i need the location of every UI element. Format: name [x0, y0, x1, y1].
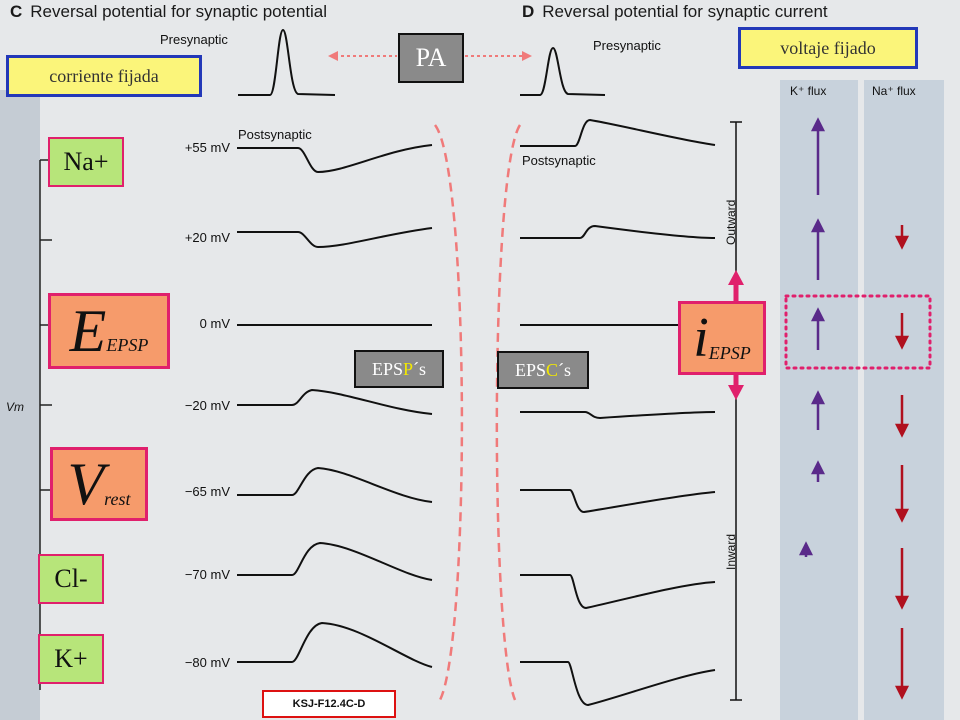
e-epsp-main: E	[69, 298, 107, 364]
pa-box: PA	[398, 33, 464, 83]
presynaptic-label-d: Presynaptic	[593, 38, 661, 53]
na-ion-box: Na+	[48, 137, 124, 187]
voltage-label-minus70: −70 mV	[184, 567, 230, 582]
zero-mv-highlight-box	[784, 294, 932, 370]
left-margin-strip	[0, 90, 40, 720]
corriente-fijada-box: corriente fijada	[6, 55, 202, 97]
voltaje-fijado-box: voltaje fijado	[738, 27, 918, 69]
k-flux-arrows	[798, 117, 826, 557]
presynaptic-spike-d	[520, 46, 606, 96]
epsps-text-b: P	[403, 358, 414, 379]
voltage-label-plus20: +20 mV	[184, 230, 230, 245]
voltage-label-minus65: −65 mV	[184, 484, 230, 499]
right-dashed-paren	[495, 124, 522, 701]
na-flux-panel	[864, 80, 944, 720]
citation-label: KSJ-F12.4C-D	[262, 690, 396, 718]
voltage-label-minus80: −80 mV	[184, 655, 230, 670]
e-epsp-sub: EPSP	[106, 335, 149, 355]
v-rest-main: V	[67, 451, 105, 517]
panel-d-title: D Reversal potential for synaptic current	[522, 2, 828, 22]
presynaptic-label-c: Presynaptic	[160, 32, 228, 47]
epscs-text-a: EPS	[514, 359, 546, 380]
panel-c-letter: C	[10, 2, 23, 21]
epsps-text-a: EPS	[371, 358, 403, 379]
pa-double-arrow	[328, 51, 532, 61]
na-flux-header: Na⁺ flux	[872, 84, 916, 98]
epscs-text-b: C	[546, 359, 559, 380]
panel-d-title-text: Reversal potential for synaptic current	[542, 2, 828, 21]
i-epsp-sub: EPSP	[708, 343, 751, 363]
na-flux-arrows	[894, 225, 910, 700]
panel-d-letter: D	[522, 2, 535, 21]
panel-c-title: C Reversal potential for synaptic potenti…	[10, 2, 327, 22]
k-flux-header: K⁺ flux	[790, 84, 827, 98]
voltage-label-0: 0 mV	[199, 316, 230, 331]
postsynaptic-label-d: Postsynaptic	[522, 153, 596, 168]
presynaptic-spike-c	[238, 28, 336, 96]
panel-c-title-text: Reversal potential for synaptic potentia…	[30, 2, 328, 21]
cl-ion-box: Cl-	[38, 554, 104, 604]
epsp-traces	[237, 144, 433, 668]
voltage-label-minus20: −20 mV	[184, 398, 230, 413]
v-rest-sub: rest	[104, 489, 131, 509]
vm-label: Vm	[6, 400, 24, 414]
postsynaptic-label-c: Postsynaptic	[238, 127, 312, 142]
voltage-label-plus55: +55 mV	[184, 140, 230, 155]
epsps-text-c: ´s	[413, 358, 427, 379]
left-dashed-paren	[434, 124, 464, 701]
i-epsp-main: i	[693, 307, 709, 369]
k-ion-box: K+	[38, 634, 104, 684]
epscs-text-c: ´s	[558, 359, 572, 380]
